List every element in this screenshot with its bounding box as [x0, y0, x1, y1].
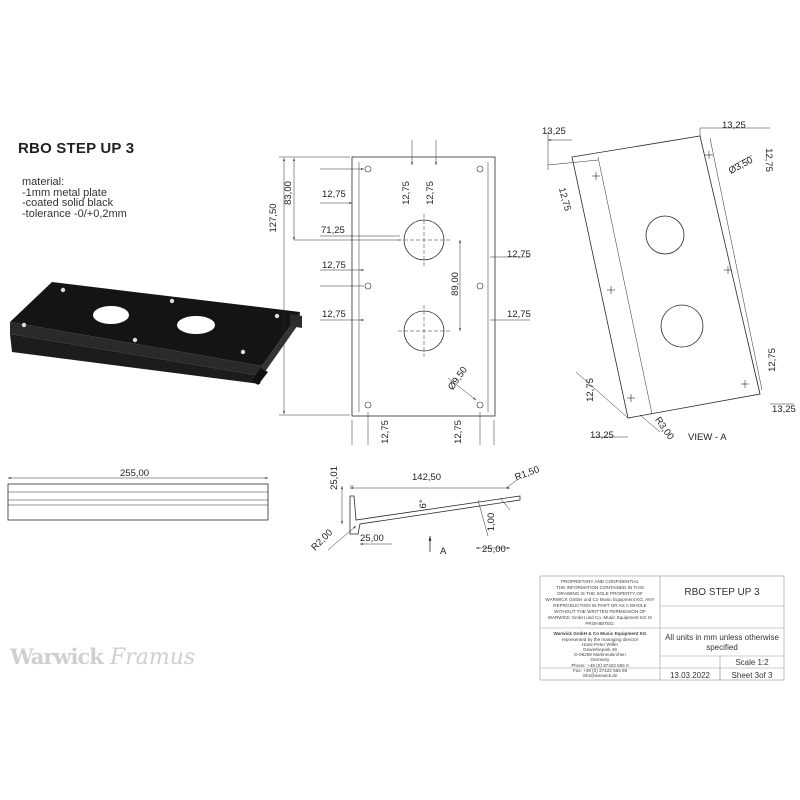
dim-text: 13,25 — [590, 430, 614, 441]
dim-text: Ø9,50 — [446, 365, 470, 393]
title-block-frame — [539, 575, 785, 681]
dim-text: 12,75 — [507, 309, 531, 320]
material-line: material: — [22, 176, 65, 188]
dim-text: 142,50 — [412, 472, 441, 483]
material-notes: material: -1mm metal plate -coated solid… — [22, 177, 127, 219]
front-view — [7, 477, 269, 521]
dim-text: 12,75 — [322, 260, 346, 271]
date: 13.03.2022 — [670, 671, 711, 680]
framus-logo: Framus — [109, 645, 195, 670]
dim-text: 25,01 — [329, 466, 340, 490]
dim-text: 71,25 — [321, 225, 345, 236]
section-view — [327, 477, 521, 552]
title-block-text: PROPRIETARY AND CONFIDENTIAL THE INFORMA… — [545, 579, 779, 680]
dim-text: 25,00 — [482, 544, 506, 555]
proprietary-line: THE INFORMATION CONTAINED IN THIS — [556, 585, 644, 590]
dim-text: Ø3,50 — [727, 155, 755, 177]
proprietary-line: WITHOUT THE WRITTEN PERMISSION OF — [554, 609, 646, 614]
scale: Scale 1:2 — [735, 658, 769, 667]
dim-text: R2,00 — [309, 527, 335, 553]
drawing-title: RBO STEP UP 3 — [18, 140, 135, 157]
view-a-label: VIEW - A — [688, 432, 727, 443]
dim-text: 12,75 — [763, 148, 774, 172]
top-view — [279, 140, 530, 445]
arrow-label: A — [440, 546, 447, 557]
dim-text: 12,75 — [507, 249, 531, 260]
dim-text: 13,25 — [772, 404, 796, 415]
company-name: Warwick GmbH & Co Music Equipment KG — [554, 631, 647, 636]
dim-text: 12,75 — [401, 181, 412, 205]
top-view-dimensions: 127,50 83,00 12,75 12,75 12,75 71,25 12,… — [268, 181, 531, 444]
section-dimensions: 25,01 142,50 R1,50 6° 1,00 R2,00 25,00 2… — [309, 464, 541, 557]
units-note: All units in mm unless otherwise — [665, 633, 779, 642]
proprietary-line: REPRODUCTION IN PART OR AS A WHOLE — [553, 603, 646, 608]
address-line: Hans-Peter Wilfer — [582, 642, 619, 647]
proprietary-line: WARWICK GmbH und Co Music Equipment KG. … — [545, 597, 654, 602]
proprietary-line: DRAWING IS THE SOLE PROPERTY OF — [557, 591, 643, 596]
material-line: -1mm metal plate — [22, 186, 107, 199]
address-line: represented by the managing director — [562, 637, 639, 642]
units-note: specified — [706, 643, 738, 652]
brand-logos: Warwick Framus — [9, 644, 195, 670]
dim-text: 6° — [418, 499, 429, 508]
dim-text: 13,25 — [542, 126, 566, 137]
material-line: -coated solid black — [22, 197, 114, 209]
fax: Fax: +49 (0) 37422 555 99 — [573, 668, 628, 673]
proprietary-line: WARWICK GmbH und Co. Music Equipment KG … — [548, 615, 652, 620]
material-line: -tolerance -0/+0,2mm — [22, 207, 127, 220]
dim-text: 255,00 — [120, 468, 149, 479]
proprietary-line: PROPRIETARY AND CONFIDENTIAL — [561, 579, 640, 584]
warwick-logo: Warwick — [9, 644, 104, 669]
dim-text: 13,25 — [722, 120, 746, 131]
dim-text: 12,75 — [380, 420, 391, 444]
dim-text: 12,75 — [556, 186, 573, 212]
dim-text: 25,00 — [360, 533, 384, 544]
address-line: Gewerbepark 46 — [583, 647, 617, 652]
proprietary-line: PROHIBITED. — [585, 621, 614, 626]
sheet-number: Sheet 3of 3 — [732, 671, 773, 680]
dim-text: 12,75 — [767, 348, 778, 372]
part-name: RBO STEP UP 3 — [684, 587, 760, 598]
dim-text: 12,75 — [585, 378, 596, 402]
email: info@warwick.de — [583, 673, 618, 678]
dim-text: 89,00 — [450, 272, 461, 296]
dim-text: 12,75 — [453, 420, 464, 444]
dim-text: 1,00 — [486, 513, 497, 532]
dim-text: 83,00 — [283, 181, 294, 205]
address-line: D-08258 Markneukirchen — [574, 652, 626, 657]
dim-text: 12,75 — [322, 309, 346, 320]
phone: Phone: +49 (0) 37422 555 0 — [571, 663, 629, 668]
view-a — [547, 127, 794, 438]
dim-text: R1,50 — [513, 464, 541, 483]
plate-3d-render — [10, 282, 302, 385]
dim-text: 12,75 — [322, 189, 346, 200]
dim-text: 127,50 — [268, 203, 279, 232]
dim-text: 12,75 — [425, 181, 436, 205]
address-line: Germany — [591, 657, 611, 662]
